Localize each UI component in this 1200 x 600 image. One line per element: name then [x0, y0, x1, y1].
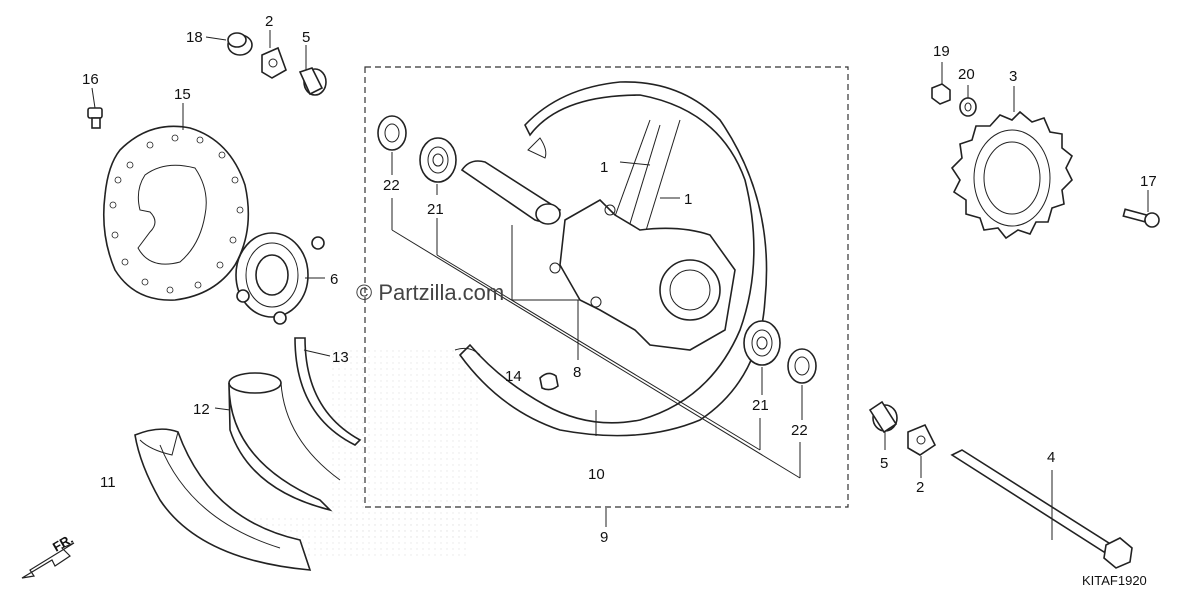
rear-sprocket — [950, 110, 1074, 240]
callout-9: 9 — [600, 529, 608, 546]
side-collar-top — [298, 67, 327, 96]
bearing-left — [419, 137, 457, 183]
hub — [549, 199, 736, 351]
distance-collar — [460, 160, 562, 225]
inner-tube — [228, 372, 341, 512]
front-direction-arrow — [21, 542, 75, 579]
callout-13: 13 — [332, 349, 349, 366]
callout-22-left: 22 — [383, 177, 400, 194]
callout-12: 12 — [193, 401, 210, 418]
callout-8: 8 — [573, 364, 581, 381]
callout-6: 6 — [330, 271, 338, 288]
callout-18: 18 — [186, 29, 203, 46]
pulser-ring — [235, 232, 325, 325]
valve-cap — [539, 372, 559, 391]
callout-20: 20 — [958, 66, 975, 83]
callout-11: 11 — [100, 474, 116, 491]
leader-lines — [91, 30, 1149, 540]
callout-21-right: 21 — [752, 397, 769, 414]
spokes — [609, 119, 681, 251]
callout-1-b: 1 — [684, 191, 692, 208]
disc-bolt — [87, 107, 103, 129]
callout-16: 16 — [82, 71, 99, 88]
dust-seal-right — [787, 348, 817, 384]
callout-17: 17 — [1140, 173, 1157, 190]
callout-15: 15 — [174, 86, 191, 103]
callout-4: 4 — [1047, 449, 1055, 466]
callout-5-right: 5 — [880, 455, 888, 472]
callout-10: 10 — [588, 466, 605, 483]
watermark: © Partzilla.com — [356, 280, 504, 305]
callout-2-top: 2 — [265, 13, 273, 30]
side-collar-right — [868, 400, 898, 434]
callout-5-top: 5 — [302, 29, 310, 46]
collar-18 — [227, 32, 253, 56]
callout-14: 14 — [505, 368, 522, 385]
tire — [134, 428, 312, 571]
callout-21-left: 21 — [427, 201, 444, 218]
rear-axle — [950, 449, 1133, 569]
callout-1-a: 1 — [600, 159, 608, 176]
callout-3: 3 — [1009, 68, 1017, 85]
bearing-right — [743, 320, 781, 366]
sprocket-nut — [931, 83, 951, 105]
chain-adjuster-right — [907, 423, 937, 456]
wheel-assembly-box — [364, 66, 849, 508]
dust-seal-left — [377, 115, 407, 151]
sprocket-washer — [959, 97, 977, 117]
callout-19: 19 — [933, 43, 950, 60]
callout-22-right: 22 — [791, 422, 808, 439]
callout-2-right: 2 — [916, 479, 924, 496]
chain-adjuster-top — [261, 46, 287, 79]
brake-disc — [102, 125, 250, 301]
front-marker: FR. — [50, 531, 76, 554]
rim — [454, 81, 768, 437]
rim-band — [294, 337, 362, 446]
diagram-code: KITAF1920 — [1082, 573, 1147, 588]
sprocket-bolt — [1122, 208, 1160, 228]
